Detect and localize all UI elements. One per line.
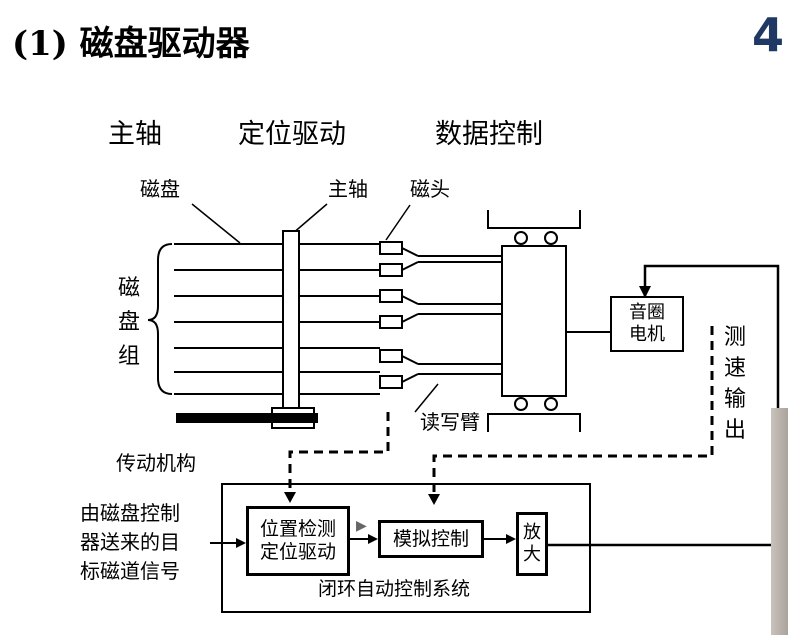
dashed-feedback <box>288 326 714 496</box>
amplifier-box: 放 大 <box>516 512 548 576</box>
disk-group-label: 磁 盘 组 <box>117 276 140 369</box>
side-photo-strip <box>771 408 788 635</box>
slide-title: (1) 磁盘驱动器 <box>12 24 250 64</box>
voice-coil-motor-box: 音圈 电机 <box>610 296 684 352</box>
spindle-label: 主轴 <box>328 177 368 201</box>
speed-output-label: 测 速 输 出 <box>723 325 746 443</box>
actuator-carriage <box>487 210 581 432</box>
closed-loop-frame <box>221 483 591 613</box>
page-number: 4 <box>752 8 785 62</box>
spindle-shaft <box>282 230 300 410</box>
category-spindle: 主轴 <box>108 119 162 150</box>
analog-control-box: 模拟控制 <box>378 520 484 558</box>
platter-label: 磁盘 <box>140 177 180 201</box>
category-positioning-drive: 定位驱动 <box>238 119 346 150</box>
input-signal-label: 由磁盘控制 器送来的目 标磁道信号 <box>80 501 180 583</box>
read-write-arms <box>418 255 502 375</box>
head-label: 磁头 <box>410 177 450 201</box>
position-detect-box: 位置检测 定位驱动 <box>246 506 350 576</box>
mouse-cursor-icon: ▶ <box>356 518 367 534</box>
category-data-control: 数据控制 <box>435 119 543 150</box>
read-write-heads <box>379 241 419 389</box>
transmission-bar <box>176 413 318 423</box>
closed-loop-label: 闭环自动控制系统 <box>318 578 471 600</box>
read-write-arm-label: 读写臂 <box>420 410 480 434</box>
platters <box>174 243 380 395</box>
transmission-label: 传动机构 <box>116 451 196 475</box>
